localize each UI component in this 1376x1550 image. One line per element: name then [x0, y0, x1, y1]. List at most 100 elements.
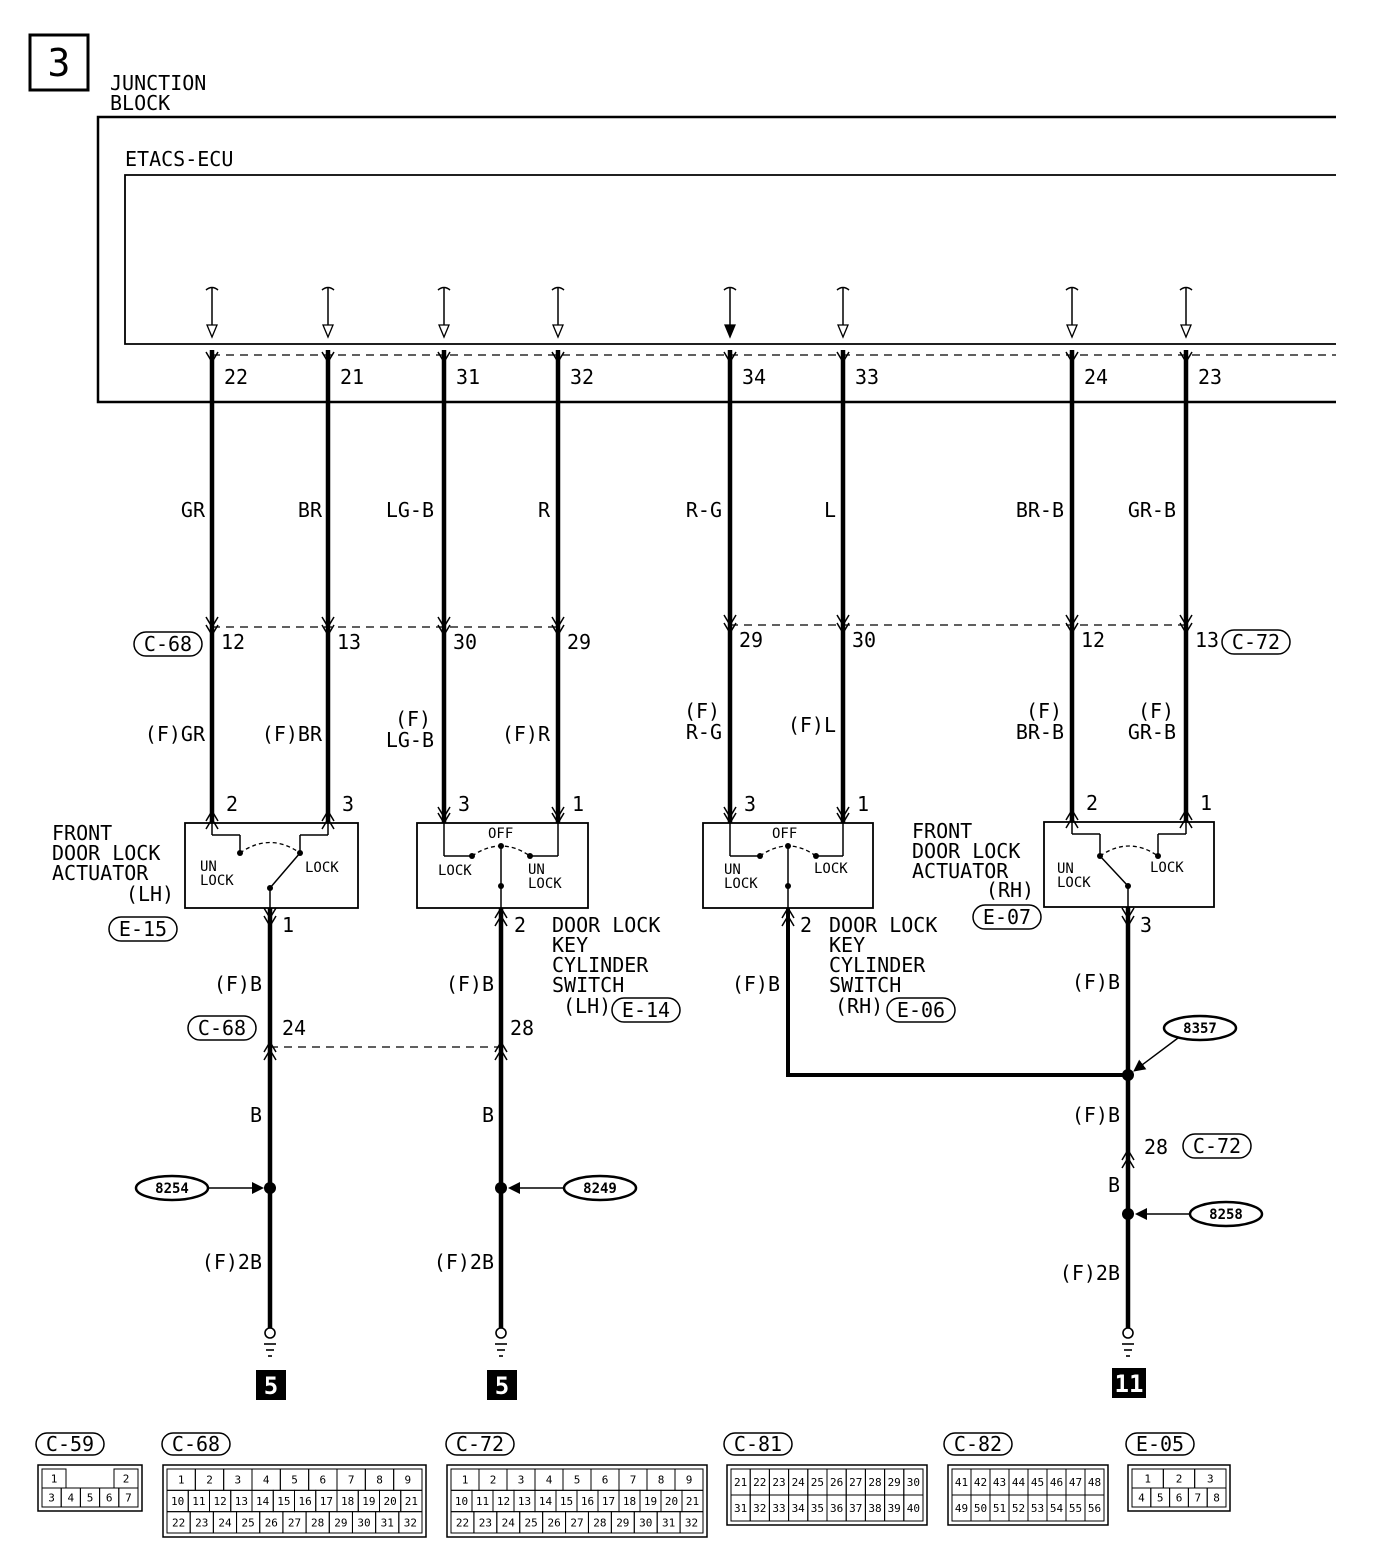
legend-pin: 41: [955, 1476, 968, 1489]
legend-pin: 32: [404, 1516, 417, 1529]
legend-connector-label: C-68: [172, 1432, 220, 1456]
legend-pin: 21: [405, 1495, 418, 1508]
legend-pin: 11: [192, 1495, 205, 1508]
f-brb-label: BR-B: [1016, 720, 1064, 744]
legend-pin: 1: [178, 1474, 185, 1487]
legend-pin: 7: [630, 1474, 637, 1487]
actuator-rh-title-2: DOOR LOCK: [912, 839, 1020, 863]
ground-symbol-rh: [1122, 1327, 1134, 1357]
legend-pin: 6: [1176, 1492, 1183, 1505]
ground-symbol-lh-actuator: [264, 1327, 276, 1357]
rh-act-fb-label: (F)B: [1072, 970, 1120, 994]
legend-pin: 17: [320, 1495, 333, 1508]
legend-pin: 49: [955, 1502, 968, 1515]
ecu-pin-arrow: [1065, 351, 1079, 364]
ecu-pin-arrow: [551, 351, 565, 364]
svg-text:LOCK: LOCK: [438, 863, 472, 879]
key-lh-title-3: CYLINDER: [552, 953, 649, 977]
page-number-box: 3: [28, 33, 90, 92]
wire-color-label: LG-B: [386, 498, 434, 522]
svg-text:LOCK: LOCK: [1150, 860, 1184, 876]
key-lh-pin: 2: [514, 913, 526, 937]
legend-pin: 21: [686, 1495, 699, 1508]
ecu-signal-mark: [1065, 286, 1079, 291]
svg-text:LOCK: LOCK: [724, 876, 758, 892]
legend-pin: 32: [753, 1502, 766, 1515]
ecu-signal-mark: [551, 286, 565, 291]
svg-text:LOCK: LOCK: [528, 876, 562, 892]
legend-pin: 14: [256, 1495, 270, 1508]
ecu-signal-mark: [437, 286, 451, 291]
mid-pin-number: 13: [337, 630, 361, 654]
ecu-pin-arrow: [836, 351, 850, 364]
legend-pin: 23: [479, 1516, 492, 1529]
legend-pin: 29: [334, 1516, 347, 1529]
svg-text:C-68: C-68: [198, 1016, 246, 1040]
svg-text:UN: UN: [528, 862, 545, 878]
legend-pin: 27: [570, 1516, 583, 1529]
ecu-pin-number: 32: [570, 365, 594, 389]
ecu-pin-number: 23: [1198, 365, 1222, 389]
legend-pin: 35: [811, 1502, 824, 1515]
legend-pin: 51: [993, 1502, 1006, 1515]
ecu-signal-mark: [1179, 286, 1193, 291]
f-rg-prefix: (F): [684, 699, 720, 723]
ground-number-rh: 11: [1112, 1368, 1146, 1398]
legend-pin: 3: [48, 1492, 55, 1505]
legend-pin: 39: [888, 1502, 901, 1515]
legend-pin: 24: [792, 1476, 806, 1489]
f-lgb-label: LG-B: [386, 728, 434, 752]
f-rg-label: R-G: [686, 720, 722, 744]
f-r-label: (F)R: [502, 722, 551, 746]
legend-connector-label: E-05: [1136, 1432, 1184, 1456]
svg-text:11: 11: [1115, 1370, 1144, 1398]
svg-text:UN: UN: [1057, 861, 1074, 877]
c72-pin-28: 28: [1144, 1135, 1168, 1159]
legend-pin: 30: [357, 1516, 370, 1529]
actuator-lh: UN LOCK LOCK: [184, 822, 359, 909]
component-pin-number: 1: [1200, 791, 1212, 815]
legend-pin: 40: [907, 1502, 920, 1515]
legend-pin: 11: [476, 1495, 489, 1508]
svg-text:8357: 8357: [1183, 1021, 1217, 1037]
legend-pin: 14: [539, 1495, 553, 1508]
legend-connector-label: C-82: [954, 1432, 1002, 1456]
f-lgb-prefix: (F): [395, 707, 431, 731]
component-pin-arrow: [321, 809, 335, 830]
legend-pin: 47: [1069, 1476, 1082, 1489]
mid-pin-number: 13: [1195, 628, 1219, 652]
junction-block-title-2: BLOCK: [110, 91, 170, 115]
legend-pin: 3: [235, 1474, 242, 1487]
legend-pin: 43: [993, 1476, 1006, 1489]
svg-text:5: 5: [264, 1372, 278, 1400]
ecu-pin-number: 24: [1084, 365, 1108, 389]
actuator-rh: UN LOCK LOCK: [1043, 821, 1215, 908]
legend-pin: 10: [171, 1495, 184, 1508]
ecu-signal-arrow: [837, 324, 849, 339]
legend-pin: 17: [602, 1495, 615, 1508]
legend-connector-label: C-72: [456, 1432, 504, 1456]
f-brb-prefix: (F): [1026, 699, 1062, 723]
f-gr-label: (F)GR: [145, 722, 206, 746]
ecu-signal-arrow: [1066, 324, 1078, 339]
legend-pin: 23: [195, 1516, 208, 1529]
legend-pin: 31: [734, 1502, 747, 1515]
legend-pin: 12: [497, 1495, 510, 1508]
c68-pin-24: 24: [282, 1016, 306, 1040]
ecu-signal-arrow: [724, 324, 736, 339]
legend-pin: 26: [830, 1476, 843, 1489]
legend-pin: 50: [974, 1502, 987, 1515]
legend-pin: 6: [602, 1474, 609, 1487]
svg-text:LOCK: LOCK: [200, 873, 234, 889]
legend-pin: 3: [1207, 1473, 1214, 1486]
component-pin-number: 1: [572, 792, 584, 816]
legend-pin: 37: [849, 1502, 862, 1515]
rh-fb-label-2: (F)B: [1072, 1103, 1120, 1127]
legend-pin: 15: [277, 1495, 290, 1508]
legend-pin: 9: [686, 1474, 693, 1487]
legend-connector-label: C-59: [46, 1432, 94, 1456]
legend-pin: 42: [974, 1476, 987, 1489]
legend-pin: 18: [623, 1495, 636, 1508]
svg-text:UN: UN: [724, 862, 741, 878]
